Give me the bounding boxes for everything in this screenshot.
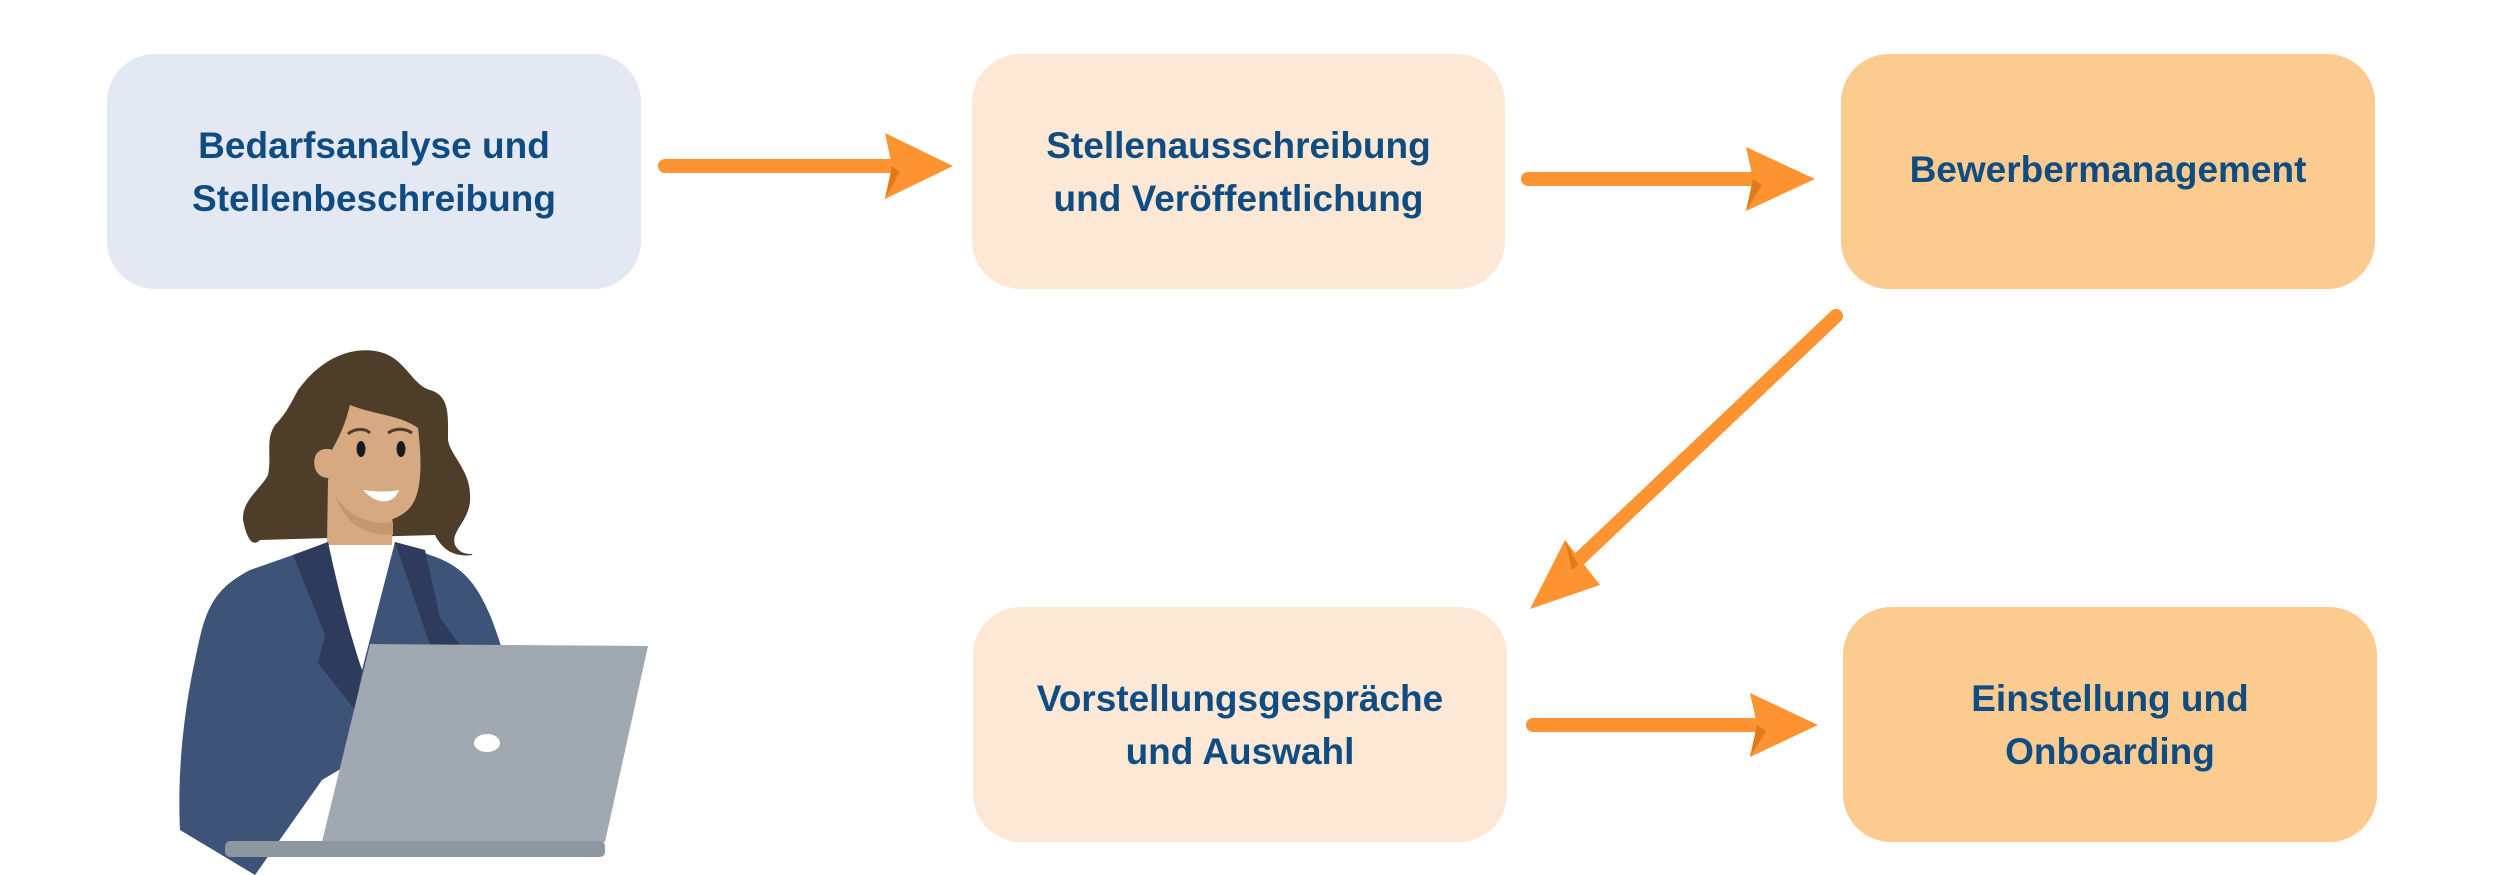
woman-with-laptop-illustration	[179, 350, 648, 875]
step-3-line-1: Bewerbermanagement	[1909, 149, 2307, 190]
step-4-line-1: Vorstellungsgespräche	[1036, 677, 1444, 719]
chin-shadow	[335, 495, 393, 535]
step-5-line-2: Onboarding	[2005, 730, 2215, 772]
step-2-box: Stellenausschreibung und Veröffentlichun…	[972, 54, 1505, 289]
step-3-box: Bewerbermanagement	[1841, 54, 2375, 289]
step-2-line-1: Stellenausschreibung	[1046, 124, 1431, 166]
right-eye	[396, 441, 406, 457]
arrow-step1-to-step2	[658, 133, 953, 199]
step-5-line-1: Einstellung und	[1971, 677, 2249, 719]
smile	[363, 490, 399, 502]
step-4-line-2: und Auswahl	[1125, 730, 1355, 772]
left-eye	[356, 441, 366, 457]
arrow-step4-to-step5	[1526, 693, 1818, 757]
lapel-left	[293, 542, 362, 710]
step-5-box: Einstellung und Onboarding	[1843, 607, 2377, 842]
laptop-base	[225, 841, 605, 857]
laptop-logo	[474, 734, 500, 752]
step-2-line-2: und Veröffentlichung	[1053, 177, 1424, 219]
step-1-line-1: Bedarfsanalyse und	[198, 124, 550, 166]
step-1-box: Bedarfsanalyse und Stellenbeschreibung	[107, 54, 641, 289]
arrow-step3-to-step4	[1530, 309, 1843, 609]
arrow-step2-to-step3	[1521, 147, 1815, 211]
step-1-line-2: Stellenbeschreibung	[192, 177, 556, 219]
step-4-box: Vorstellungsgespräche und Auswahl	[973, 607, 1507, 842]
lapel-right	[395, 542, 460, 645]
